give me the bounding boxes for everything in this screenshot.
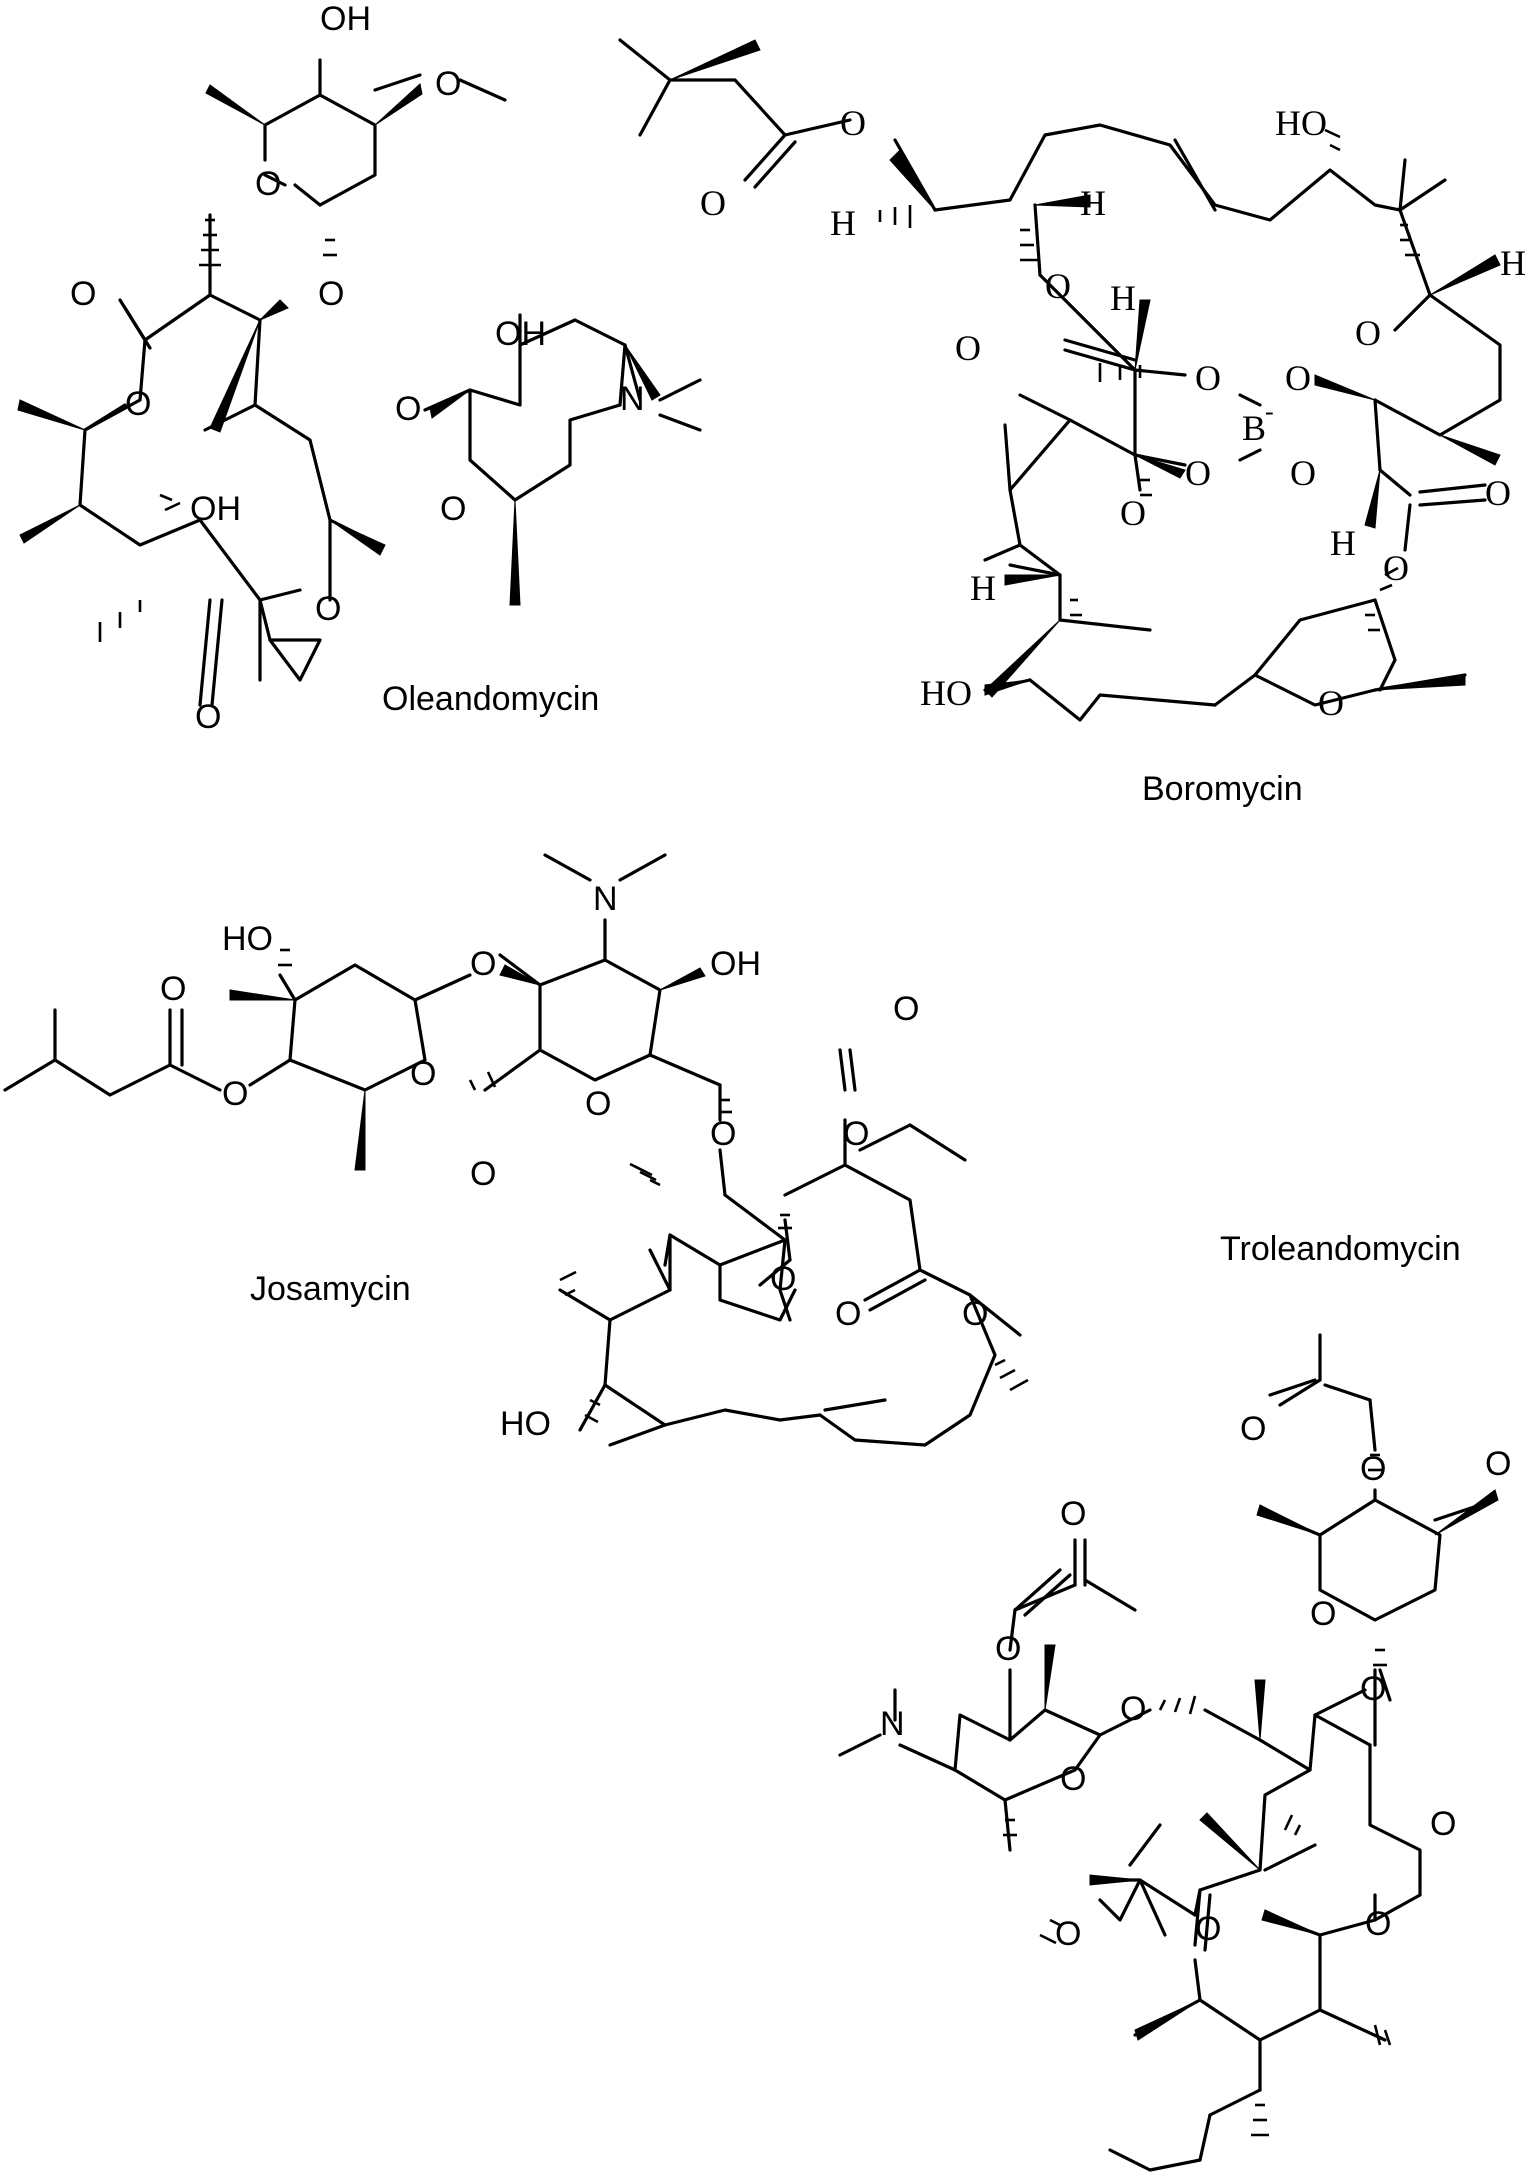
atom-label-o: O: [1045, 266, 1071, 306]
atom-label-o: O: [955, 328, 981, 368]
atom-label-h: H: [970, 568, 996, 608]
atom-label-o: O: [1195, 358, 1221, 398]
atom-label-o: O: [1060, 1760, 1086, 1798]
atom-label-o: O: [1365, 1905, 1391, 1943]
atom-label-o: O: [1120, 1690, 1146, 1728]
atom-label-oh: OH: [320, 0, 371, 38]
compound-name-josamycin: Josamycin: [250, 1270, 411, 1308]
atom-label-b: B: [1242, 408, 1266, 448]
oleandomycin-structure: OH O O O O O OH O O O OH O N Oleandomyci…: [17, 0, 702, 736]
atom-label-n: N: [620, 380, 645, 418]
atom-label-o: O: [700, 183, 726, 223]
atom-label-o: O: [255, 165, 281, 203]
atom-label-o: O: [1485, 1445, 1511, 1483]
compound-name-troleandomycin: Troleandomycin: [1220, 1230, 1461, 1268]
troleandomycin-structure: Troleandomycin O O O O O O O O N O O O O…: [838, 1230, 1511, 2172]
atom-label-o: O: [1285, 358, 1311, 398]
compound-name-oleandomycin: Oleandomycin: [382, 680, 599, 718]
atom-label-o: O: [70, 275, 96, 313]
atom-label-o: O: [995, 1630, 1021, 1668]
compound-name-boromycin: Boromycin: [1142, 770, 1303, 808]
atom-label-o: O: [1355, 313, 1381, 353]
atom-label-o: O: [125, 385, 151, 423]
atom-label-o: O: [1185, 453, 1211, 493]
atom-label-o: O: [1360, 1450, 1386, 1488]
atom-label-o: O: [470, 1155, 496, 1193]
atom-label-o: O: [1055, 1915, 1081, 1953]
atom-label-h: H: [1330, 523, 1356, 563]
boromycin-structure: O O H H HO H O O O H O O B - O O O O H O…: [618, 38, 1526, 808]
atom-label-o: O: [1290, 453, 1316, 493]
atom-label-ho: HO: [1275, 103, 1327, 143]
atom-label-o: O: [222, 1075, 248, 1113]
atom-label-oh: OH: [710, 945, 761, 983]
atom-label-o: O: [315, 590, 341, 628]
atom-label-o: O: [1360, 1670, 1386, 1708]
atom-label-o: O: [395, 390, 421, 428]
atom-label-o: O: [962, 1295, 988, 1333]
atom-label-o: O: [1240, 1410, 1266, 1448]
atom-label-oh: OH: [190, 490, 241, 528]
atom-label-o: O: [1060, 1495, 1086, 1533]
atom-label-o: O: [585, 1085, 611, 1123]
atom-label-o: O: [1120, 493, 1146, 533]
atom-label-o: O: [440, 490, 466, 528]
atom-label-ho: HO: [500, 1405, 551, 1443]
atom-label-ho: HO: [222, 920, 273, 958]
atom-label-n: N: [593, 880, 618, 918]
atom-label-o: O: [318, 275, 344, 313]
atom-label-h: H: [1500, 243, 1526, 283]
atom-label-o: O: [1383, 548, 1409, 588]
atom-label-o: O: [435, 65, 461, 103]
atom-label-o: O: [160, 970, 186, 1008]
josamycin-structure: O O HO O O N OH O O O O O O O O HO Josam…: [3, 853, 1029, 1447]
atom-label-o: O: [1318, 683, 1344, 723]
atom-label-oh: OH: [495, 315, 546, 353]
atom-label-o: O: [843, 1115, 869, 1153]
atom-label-o: O: [1430, 1805, 1456, 1843]
atom-label-o: O: [195, 698, 221, 736]
atom-label-o: O: [1195, 1910, 1221, 1948]
atom-label-o: O: [770, 1260, 796, 1298]
atom-label-h: H: [1080, 183, 1106, 223]
atom-label-b-charge: -: [1265, 397, 1274, 426]
atom-label-o: O: [893, 990, 919, 1028]
atom-label-o: O: [835, 1295, 861, 1333]
atom-label-o: O: [1310, 1595, 1336, 1633]
atom-label-o: O: [840, 103, 866, 143]
atom-label-o: O: [1485, 473, 1511, 513]
atom-label-o: O: [710, 1115, 736, 1153]
atom-label-h: H: [830, 203, 856, 243]
atom-label-ho: HO: [920, 673, 972, 713]
atom-label-o: O: [470, 945, 496, 983]
atom-label-n: N: [880, 1705, 905, 1743]
atom-label-o: O: [410, 1055, 436, 1093]
atom-label-h: H: [1110, 278, 1136, 318]
